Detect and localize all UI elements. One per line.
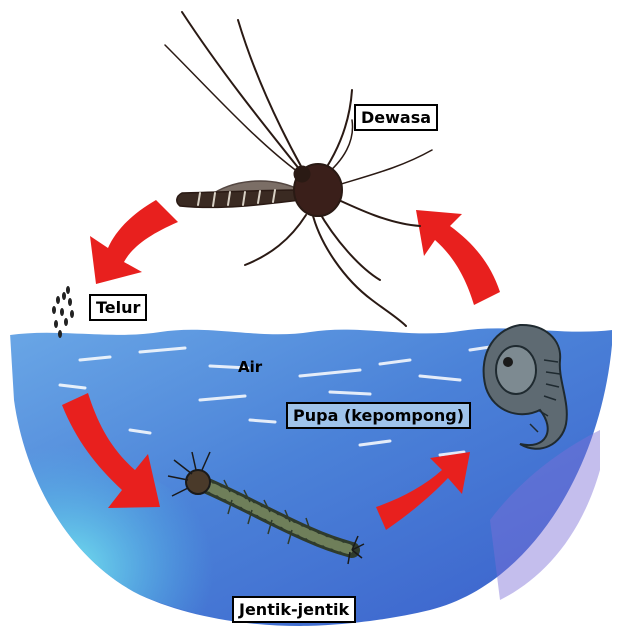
label-pupa: Pupa (kepompong) bbox=[286, 402, 471, 429]
label-egg: Telur bbox=[89, 294, 147, 321]
label-larva: Jentik-jentik bbox=[232, 596, 356, 623]
label-adult: Dewasa bbox=[354, 104, 438, 131]
label-water: Air bbox=[238, 360, 262, 375]
mosquito-icon bbox=[165, 12, 432, 326]
